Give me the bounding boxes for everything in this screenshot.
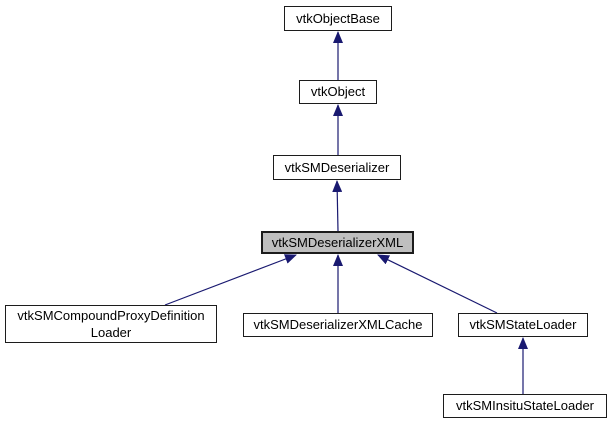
class-node-vtkSMStateLoader[interactable]: vtkSMStateLoader [458, 313, 588, 337]
edge-vtkSMDeserializerXML-to-vtkSMDeserializer [332, 180, 343, 232]
class-node-vtkSMCompoundProxyDefinitionLoader[interactable]: vtkSMCompoundProxyDefinition Loader [5, 305, 217, 343]
class-label: vtkSMStateLoader [469, 317, 577, 332]
class-node-vtkObject[interactable]: vtkObject [299, 80, 377, 104]
edge-vtkSMCompoundProxyDefinitionLoader-to-vtkSMDeserializerXML [164, 254, 297, 306]
class-label-line1: vtkSMCompoundProxyDefinition [17, 308, 205, 323]
class-label: vtkSMDeserializerXMLCache [253, 317, 423, 332]
class-label: vtkObjectBase [296, 10, 380, 26]
class-label: vtkSMDeserializerXML [271, 234, 404, 250]
class-label-line2: Loader [90, 325, 132, 340]
class-node-vtkObjectBase[interactable]: vtkObjectBase [284, 6, 392, 31]
class-label: vtkSMInsituStateLoader [455, 398, 595, 413]
class-label: vtkObject [310, 84, 366, 99]
edge-vtkSMStateLoader-to-vtkSMDeserializerXML [377, 254, 498, 314]
class-node-vtkSMInsituStateLoader[interactable]: vtkSMInsituStateLoader [443, 394, 607, 418]
class-node-vtkSMDeserializerXML-current[interactable]: vtkSMDeserializerXML [261, 231, 414, 254]
class-node-vtkSMDeserializerXMLCache[interactable]: vtkSMDeserializerXMLCache [243, 313, 433, 337]
class-node-vtkSMDeserializer[interactable]: vtkSMDeserializer [273, 155, 401, 180]
class-label: vtkSMDeserializer [284, 159, 390, 175]
